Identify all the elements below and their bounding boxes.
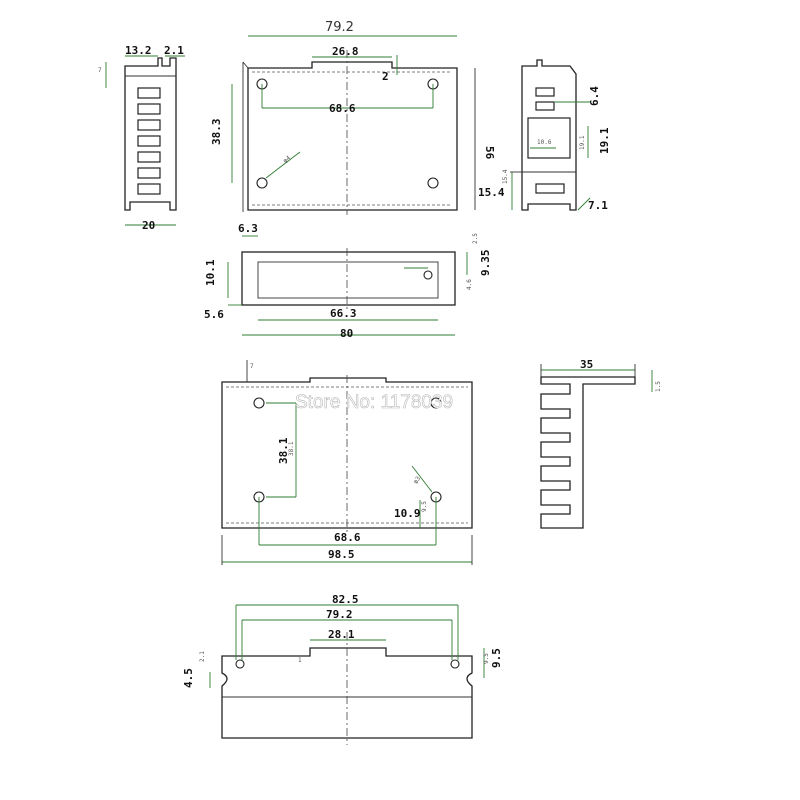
top-view-dim-hole-spacing: 68.6 <box>329 102 356 115</box>
top-view-dim-overall-width: 79.2 <box>325 20 354 35</box>
heatsink-dim-thickness: 1.5 <box>655 381 662 392</box>
top-view-dim-hole-dia: φ4 <box>282 154 292 164</box>
bottom-view-hole-l <box>235 659 245 669</box>
store-watermark: Store No: 1178039 <box>295 392 453 413</box>
end-view-dim-top-b: 2.1 <box>164 44 184 57</box>
top-view-dim-tab-height: 2 <box>382 70 389 83</box>
end-view: 13.2 2.1 7 20 <box>98 44 185 232</box>
front-view-dim-left-offset: 6.3 <box>238 222 258 235</box>
heatsink-dim-width: 35 <box>580 358 593 371</box>
base-view-dim-hole-dia: φ3 <box>412 475 422 485</box>
base-view-dim-overall: 98.5 <box>328 548 355 561</box>
end-view-outline <box>124 57 177 211</box>
side-view-dim-slot-a: 6.4 <box>588 86 601 106</box>
bottom-view-dim-slot: 4.5 <box>182 668 195 688</box>
top-view-dim-hole-vertical: 38.3 <box>210 119 223 146</box>
front-view-outline <box>241 251 456 306</box>
front-view-window <box>257 261 439 299</box>
heatsink-outline <box>540 376 636 529</box>
base-view-hole-tr <box>430 397 442 409</box>
side-view-dim-small-a: 19.1 <box>579 135 586 150</box>
side-view-dim-bottom: 15.4 <box>478 186 505 199</box>
end-view-dim-small: 7 <box>98 67 102 74</box>
base-view-hole-tl <box>253 397 265 409</box>
top-view-hole-br <box>427 177 439 189</box>
end-view-slots <box>137 87 161 195</box>
front-view-dim-overall: 80 <box>340 327 353 340</box>
bottom-view-dim-overall: 82.5 <box>332 593 359 606</box>
base-view-outline <box>221 377 473 529</box>
side-view-slot-bottom <box>535 183 565 194</box>
top-view-dim-height: 56 <box>483 146 496 160</box>
front-view-dim-height: 10.1 <box>204 259 217 286</box>
front-view-dim-hole-offset: 9.35 <box>479 250 492 277</box>
side-view-slot-mid <box>535 101 555 111</box>
base-view-dim-corner: 10.9 <box>394 507 421 520</box>
front-view-dim-window-width: 66.3 <box>330 307 357 320</box>
side-view-dim-small-b: 15.4 <box>502 169 509 184</box>
side-view-dim-bottom-small: 7.1 <box>588 199 608 212</box>
bottom-view-dim-tab-small: 1 <box>298 657 302 664</box>
bottom-view-hole-r <box>450 659 460 669</box>
top-view-dim-tab-width: 26.8 <box>332 45 359 58</box>
side-view-window <box>527 117 571 159</box>
base-view-dim-hole-spacing: 68.6 <box>334 531 361 544</box>
bottom-view-outline <box>221 647 473 739</box>
front-view-hole <box>423 270 433 280</box>
end-view-dim-width: 20 <box>142 219 155 232</box>
bottom-view-dim-notch-small: 9.5 <box>483 653 490 664</box>
side-view-outline <box>521 59 577 211</box>
bottom-view-dim-notch: 9.5 <box>490 648 503 668</box>
bottom-view: 82.5 79.2 28.1 4.5 9.5 1 2.1 9.5 <box>182 593 503 745</box>
end-view-dim-top-a: 13.2 <box>125 44 152 57</box>
top-view: 79.2 26.8 2 68.6 38.3 56 φ4 <box>210 20 496 215</box>
top-view-outline <box>247 61 458 211</box>
front-view-dim-small-b: 4.6 <box>466 279 473 290</box>
front-view-dim-bottom-offset: 5.6 <box>204 308 224 321</box>
base-view-dim-corner-small: 9.5 <box>421 501 428 512</box>
bottom-view-dim-tab: 28.1 <box>328 628 355 641</box>
side-view: 6.4 19.1 10.6 19.1 15.4 15.4 7.1 <box>478 59 611 212</box>
side-view-dim-slot-width: 10.6 <box>537 139 552 146</box>
heatsink-view: 35 1.5 <box>540 358 662 529</box>
top-view-hole-bl <box>256 177 268 189</box>
front-view-dim-small-a: 2.5 <box>472 233 479 244</box>
base-view: Store No: 1178039 38.1 38.1 68.6 98.5 10… <box>221 360 473 565</box>
base-view-dim-hole-vertical: 38.1 <box>277 437 290 464</box>
side-view-slot-top <box>535 87 555 97</box>
front-view: 6.3 10.1 5.6 9.35 66.3 80 2.5 4.6 <box>204 222 492 340</box>
base-view-dim-top-small: 7 <box>250 363 254 370</box>
bottom-view-dim-slot-small: 2.1 <box>199 651 206 662</box>
bottom-view-dim-inner: 79.2 <box>326 608 353 621</box>
side-view-dim-slot-height: 19.1 <box>598 127 611 154</box>
base-view-dim-hole-vertical-small: 38.1 <box>288 441 295 456</box>
